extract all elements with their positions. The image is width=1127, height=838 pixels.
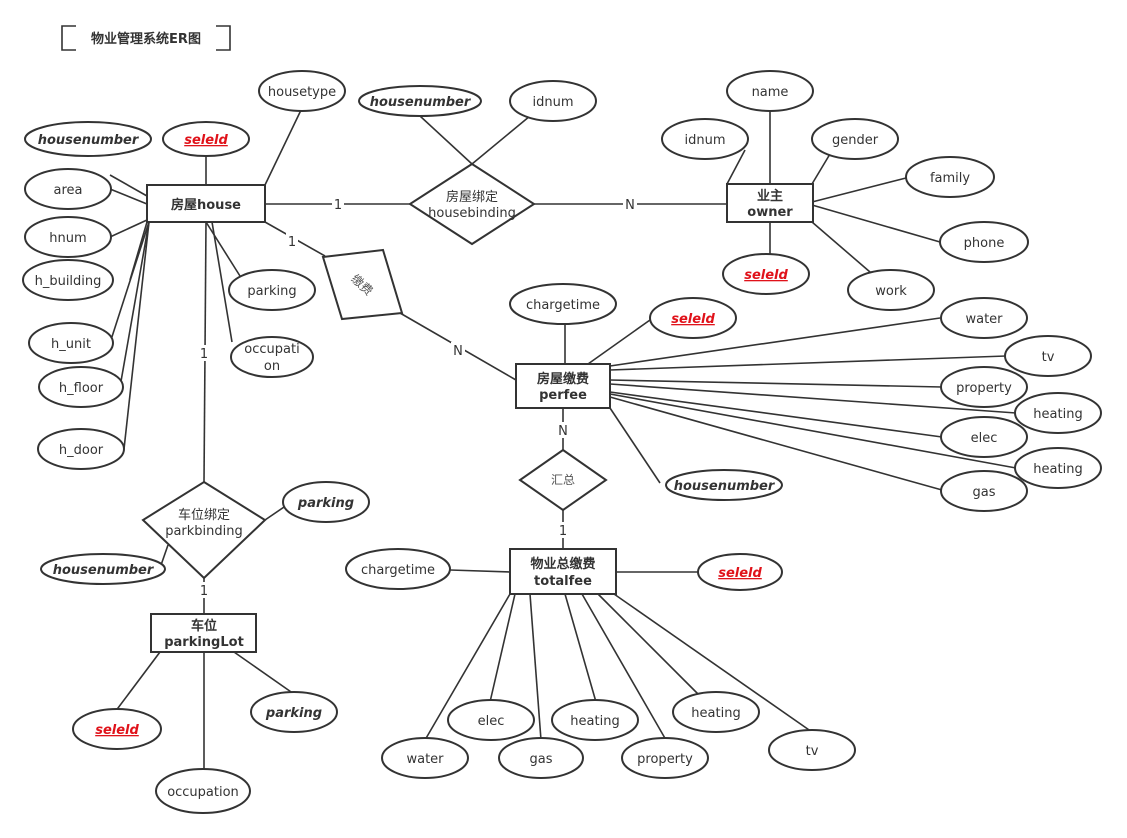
attr-perfee-gas: gas xyxy=(973,485,996,500)
attr-house-parking: parking xyxy=(247,284,296,299)
attributes-housebinding: housenumber idnum xyxy=(358,80,597,122)
attributes-perfee: chargetime seleld water tv property heat… xyxy=(509,283,1102,512)
attr-perfee-heating-1: heating xyxy=(1033,407,1082,422)
card-house-pay: 1 xyxy=(288,235,296,250)
attr-house-housetype: housetype xyxy=(268,85,336,100)
attr-housebinding-idnum: idnum xyxy=(532,95,573,110)
attr-house-h-building: h_building xyxy=(35,274,102,289)
relationship-parkbinding-en: parkbinding xyxy=(165,524,243,539)
relationship-housebinding-en: housebinding xyxy=(428,206,516,221)
attr-totalfee-elec: elec xyxy=(478,714,505,729)
attributes-parkbinding: parking housenumber xyxy=(40,481,370,585)
attr-owner-name: name xyxy=(752,85,789,100)
entity-owner[interactable]: 业主 owner xyxy=(726,183,814,223)
entity-parkinglot-cn: 车位 xyxy=(191,618,217,634)
relationship-summary[interactable]: 汇总 xyxy=(518,448,608,512)
card-parkinglot-parkbinding: 1 xyxy=(200,584,208,599)
attr-perfee-chargetime: chargetime xyxy=(526,298,600,313)
attr-parkinglot-occupation: occupation xyxy=(167,785,239,800)
attr-perfee-housenumber: housenumber xyxy=(674,479,776,494)
attr-house-h-door: h_door xyxy=(59,443,104,458)
attributes-parkinglot: seleld parking occupation xyxy=(72,691,338,814)
attributes-totalfee: chargetime seleld water elec gas heating… xyxy=(345,548,856,779)
attr-totalfee-seleid: seleld xyxy=(718,566,762,581)
attr-owner-seleid: seleld xyxy=(744,268,788,283)
attr-perfee-elec: elec xyxy=(971,431,998,446)
attr-totalfee-gas: gas xyxy=(530,752,553,767)
entity-perfee-cn: 房屋缴费 xyxy=(537,371,589,387)
attributes-owner: name idnum gender family phone seleld wo… xyxy=(661,70,1029,311)
attr-totalfee-heating-1: heating xyxy=(570,714,619,729)
attr-totalfee-water: water xyxy=(406,752,444,767)
diagram-title-group: 物业管理系统ER图 xyxy=(61,25,231,51)
relationship-parkbinding-cn: 车位绑定 xyxy=(178,507,230,523)
relationship-pay[interactable]: 缴费 xyxy=(321,248,404,321)
entity-house-label: 房屋house xyxy=(171,197,241,213)
entity-totalfee-cn: 物业总缴费 xyxy=(530,556,595,572)
attr-parkbinding-parking: parking xyxy=(297,496,354,511)
cardinalities: 1 N 1 N 1 N 1 1 xyxy=(198,196,637,599)
attr-house-seleid: seleld xyxy=(184,133,228,148)
attr-parkinglot-parking: parking xyxy=(265,706,322,721)
entity-house[interactable]: 房屋house xyxy=(146,184,266,223)
attr-perfee-property: property xyxy=(956,381,1012,396)
attr-perfee-seleid: seleld xyxy=(671,312,715,327)
attr-owner-idnum: idnum xyxy=(684,133,725,148)
entity-perfee-en: perfee xyxy=(539,388,587,403)
attr-house-hnum: hnum xyxy=(49,231,86,246)
attr-housebinding-housenumber: housenumber xyxy=(370,95,472,110)
relationship-summary-label: 汇总 xyxy=(551,473,575,487)
card-owner-housebinding: N xyxy=(625,198,635,213)
attr-parkinglot-seleid: seleld xyxy=(95,723,139,738)
attr-totalfee-tv: tv xyxy=(806,744,819,759)
card-house-parkbinding: 1 xyxy=(200,347,208,362)
attr-totalfee-property: property xyxy=(637,752,693,767)
card-perfee-summary: N xyxy=(558,424,568,439)
card-perfee-pay: N xyxy=(453,344,463,359)
attr-perfee-water: water xyxy=(965,312,1003,327)
attr-house-h-unit: h_unit xyxy=(51,337,91,352)
attr-house-area: area xyxy=(54,183,83,198)
diagram-title: 物业管理系统ER图 xyxy=(91,31,201,47)
attr-totalfee-chargetime: chargetime xyxy=(361,563,435,578)
card-house-housebinding: 1 xyxy=(334,198,342,213)
entity-totalfee[interactable]: 物业总缴费 totalfee xyxy=(509,548,617,595)
attr-parkbinding-housenumber: housenumber xyxy=(53,563,155,578)
entity-owner-en: owner xyxy=(747,205,793,220)
entity-parkinglot[interactable]: 车位 parkingLot xyxy=(150,613,257,653)
title-bracket-left xyxy=(61,25,76,51)
card-totalfee-summary: 1 xyxy=(559,524,567,539)
attr-owner-work: work xyxy=(875,284,907,299)
title-bracket-right xyxy=(216,25,231,51)
attr-house-h-floor: h_floor xyxy=(59,381,104,396)
attr-perfee-heating-2: heating xyxy=(1033,462,1082,477)
attr-totalfee-heating-2: heating xyxy=(691,706,740,721)
attr-house-occupation-line2: on xyxy=(264,359,280,374)
attr-house-occupation-line1: occupati xyxy=(244,342,299,357)
relationship-parkbinding[interactable]: 车位绑定 parkbinding xyxy=(141,480,267,580)
attr-house-housenumber: housenumber xyxy=(38,133,140,148)
relationship-housebinding[interactable]: 房屋绑定 housebinding xyxy=(408,162,536,246)
entity-totalfee-en: totalfee xyxy=(534,574,592,589)
entity-owner-cn: 业主 xyxy=(757,188,783,204)
attr-owner-family: family xyxy=(930,171,970,186)
attributes-house: housenumber seleld housetype area hnum h… xyxy=(22,70,346,470)
entity-perfee[interactable]: 房屋缴费 perfee xyxy=(515,363,611,409)
attr-owner-gender: gender xyxy=(832,133,879,148)
attr-perfee-tv: tv xyxy=(1042,350,1055,365)
entity-parkinglot-en: parkingLot xyxy=(164,635,244,650)
relationship-housebinding-cn: 房屋绑定 xyxy=(446,189,498,205)
attr-owner-phone: phone xyxy=(964,236,1005,251)
